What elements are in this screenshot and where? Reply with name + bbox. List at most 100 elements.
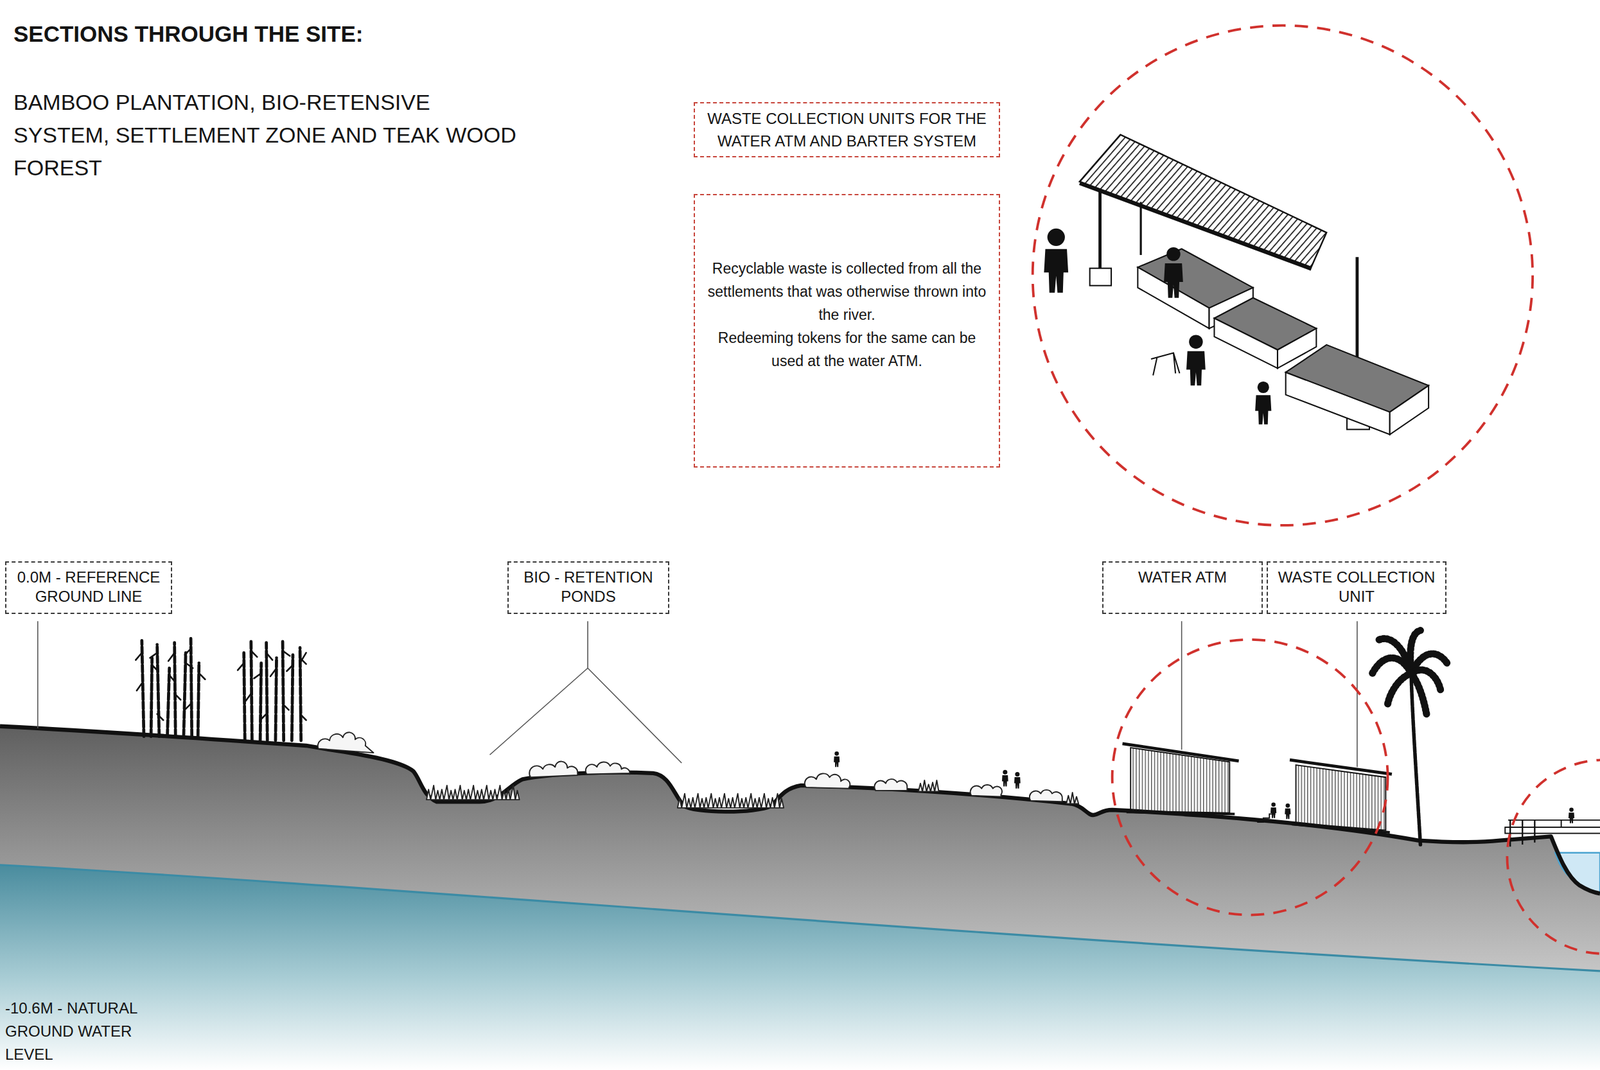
shed-illustration — [1389, 385, 1429, 435]
vegetation — [970, 784, 1003, 797]
box-text: Recyclable waste is collected from all t… — [706, 256, 988, 327]
level-note: -10.6M - NATURAL GROUND WATER LEVEL — [5, 996, 160, 1067]
shed-illustration — [1098, 189, 1102, 272]
shed-illustration — [1079, 134, 1429, 435]
shed-illustration — [1213, 318, 1277, 369]
bamboo-cluster — [167, 668, 170, 737]
bamboo-cluster — [183, 652, 186, 737]
people — [1270, 802, 1277, 818]
jetty — [1533, 820, 1536, 843]
shed-people — [1043, 228, 1272, 425]
leader-lines — [1181, 621, 1183, 750]
bamboo-cluster — [135, 638, 306, 741]
section-buildings — [1257, 813, 1276, 823]
section-buildings — [1296, 764, 1387, 831]
vegetation — [426, 785, 520, 800]
ground-line — [0, 726, 1600, 894]
label-box: 0.0M - REFERENCE GROUND LINE — [5, 561, 173, 615]
callout-circle — [1032, 25, 1600, 954]
shed-people — [1043, 228, 1069, 293]
note-box: Recyclable waste is collected from all t… — [693, 193, 1001, 468]
bamboo-cluster — [135, 648, 306, 721]
section-buildings — [1291, 824, 1390, 833]
shed-people — [1186, 334, 1206, 386]
bamboo-cluster — [282, 640, 284, 741]
leader-lines — [37, 621, 1358, 767]
box-text: 0.0M - REFERENCE GROUND LINE — [11, 567, 166, 607]
vegetation — [677, 793, 784, 809]
section-buildings — [1289, 759, 1392, 774]
bamboo-cluster — [157, 644, 160, 737]
bamboo-cluster — [244, 652, 246, 741]
jetty — [1521, 820, 1523, 845]
section-buildings — [1122, 743, 1392, 833]
shed-illustration — [1151, 353, 1180, 376]
vegetation — [804, 773, 851, 789]
box-text: WASTE COLLECTION UNITS FOR THE WATER ATM… — [701, 107, 993, 153]
palm-tree — [1411, 673, 1427, 715]
palm-tree — [1372, 630, 1448, 714]
leader-lines — [490, 621, 683, 764]
shed-people — [1163, 247, 1184, 299]
palm-tree — [1372, 630, 1448, 714]
box-text: WATER ATM — [1107, 567, 1258, 588]
jetty — [1504, 820, 1600, 847]
label-box: WASTE COLLECTION UNIT — [1266, 561, 1447, 615]
palm-tree — [1377, 638, 1412, 674]
groundwater-fill — [0, 865, 1600, 1070]
vegetation — [529, 761, 578, 778]
bamboo-cluster — [266, 642, 268, 741]
shed-illustration — [1079, 183, 1312, 270]
palm-tree — [1411, 675, 1421, 845]
vegetation — [1066, 792, 1079, 804]
callout-circle — [1032, 25, 1533, 526]
section-buildings — [1126, 811, 1235, 814]
label-box: BIO - RETENTION PONDS — [507, 561, 670, 615]
vegetation — [1029, 790, 1063, 802]
shed-illustration — [1285, 372, 1390, 435]
leader-lines — [1356, 621, 1358, 767]
box-text: WASTE COLLECTION UNIT — [1271, 567, 1442, 607]
shed-people — [1255, 381, 1272, 425]
leader-lines — [37, 621, 39, 729]
people — [1284, 803, 1291, 819]
ground-fill — [0, 726, 1600, 1070]
ground-section — [0, 726, 1600, 1070]
people — [1568, 807, 1575, 823]
jetty — [1504, 827, 1600, 834]
groundwater-line — [0, 865, 1600, 972]
bamboo-cluster — [141, 638, 302, 741]
box-text: BIO - RETENTION PONDS — [512, 567, 665, 607]
bamboo-cluster — [291, 655, 293, 741]
people — [1002, 770, 1009, 787]
bamboo-cluster — [190, 638, 193, 737]
people — [1014, 772, 1021, 789]
bamboo-cluster — [141, 640, 144, 737]
vegetation — [317, 732, 374, 753]
shed-illustration — [1140, 201, 1143, 255]
label-box: WATER ATM — [1102, 561, 1263, 615]
heading-box: WASTE COLLECTION UNITS FOR THE WATER ATM… — [693, 102, 1001, 158]
shed-illustration — [1090, 268, 1112, 286]
bamboo-cluster — [251, 640, 253, 741]
vegetation — [585, 761, 631, 774]
bamboo-cluster — [150, 657, 153, 737]
vegetation — [918, 780, 940, 792]
title: SECTIONS THROUGH THE SITE: — [13, 19, 363, 49]
shed-illustration — [1079, 134, 1327, 268]
palm-tree — [1388, 673, 1412, 704]
vegetation — [317, 732, 1079, 809]
jetty — [1509, 820, 1511, 847]
bamboo-cluster — [174, 642, 176, 737]
callout-circle — [1112, 639, 1389, 916]
section-buildings — [1122, 743, 1240, 762]
vegetation — [874, 779, 907, 791]
subtitle: BAMBOO PLANTATION, BIO-RETENSIVE SYSTEM,… — [13, 86, 528, 185]
palm-tree — [1388, 673, 1412, 704]
callout-circle — [1506, 759, 1600, 954]
jetty — [1560, 820, 1563, 828]
people — [833, 751, 840, 767]
